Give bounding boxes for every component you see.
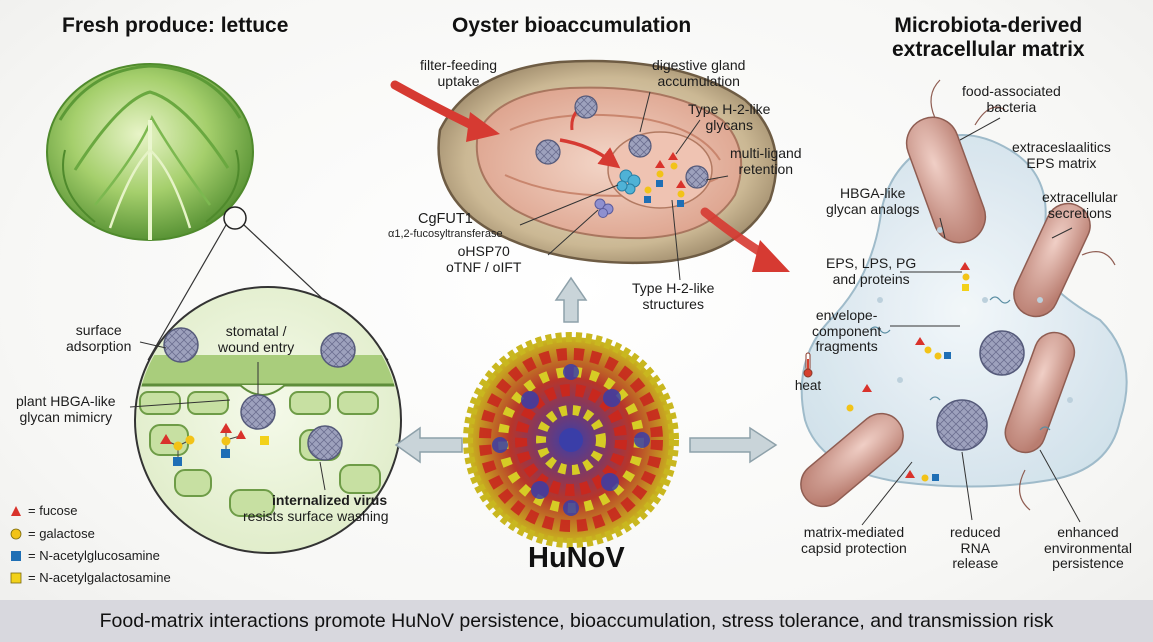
- label-food-bacteria: food-associated bacteria: [962, 83, 1061, 115]
- lettuce-head: [46, 63, 254, 241]
- label-enhanced-persistence: enhanced environmental persistence: [1044, 524, 1132, 572]
- virus-stomatal: [240, 394, 276, 430]
- label-fucosyltransferase: α1,2-fucosyltransferase: [388, 228, 503, 240]
- microbiota-title: Microbiota-derived extracellular matrix: [892, 14, 1085, 61]
- lettuce-title: Fresh produce: lettuce: [62, 14, 289, 37]
- grey-arrows: [394, 276, 778, 464]
- label-filter-feeding: filter-feeding uptake: [420, 57, 498, 89]
- label-surface-adsorption: surface adsorption: [66, 322, 132, 354]
- triangle-icon: [11, 505, 21, 516]
- matrix-virus-2: [936, 399, 988, 451]
- zoom-line-left: [147, 224, 227, 361]
- label-stomatal-entry: stomatal / wound entry: [218, 323, 295, 355]
- legend-item-galnac: = N-acetylgalactosamine: [10, 570, 171, 585]
- label-reduced-rna: reduced RNA release: [950, 524, 1001, 572]
- square-icon: [11, 550, 21, 561]
- label-multi-ligand: multi-ligand retention: [730, 145, 802, 177]
- matrix-virus-1: [979, 330, 1025, 376]
- filter-feeding-arrowhead: [466, 112, 500, 142]
- label-internalized-title: internalized virus: [272, 492, 388, 508]
- virus-surface-1: [163, 327, 199, 363]
- label-type-h2-structures: Type H-2-like structures: [632, 280, 715, 312]
- legend-item-glcnac: = N-acetylglucosamine: [10, 548, 160, 563]
- footer-caption-bar: Food-matrix interactions promote HuNoV p…: [0, 600, 1153, 642]
- label-cgfut1: CgFUT1: [418, 211, 473, 227]
- label-digestive-gland: digestive gland accumulation: [652, 57, 746, 89]
- label-internalized-sub: resists surface washing: [243, 508, 389, 524]
- oyster: [437, 59, 778, 265]
- label-type-h2-glycans: Type H-2-like glycans: [688, 101, 771, 133]
- label-eps-matrix: extraceslaalitics EPS matrix: [1012, 139, 1111, 171]
- zoom-focus-ring: [223, 206, 247, 230]
- square-icon: [10, 572, 22, 583]
- label-heat: heat: [794, 378, 822, 393]
- label-envelope: envelope- component fragments: [812, 307, 882, 355]
- outflow-arrowhead: [752, 240, 790, 272]
- label-eps-lps: EPS, LPS, PG and proteins: [826, 255, 917, 287]
- legend-item-galactose: = galactose: [10, 526, 95, 541]
- footer-caption: Food-matrix interactions promote HuNoV p…: [99, 609, 1054, 632]
- virus-surface-2: [320, 332, 356, 368]
- label-ohsp70: oHSP70 oTNF / oIFT: [446, 243, 522, 275]
- circle-icon: [10, 528, 22, 539]
- label-hbga-analogs: HBGA-like glycan analogs: [826, 185, 920, 217]
- hunov-label: HuNoV: [528, 542, 625, 574]
- virus-internalized: [307, 425, 343, 461]
- label-capsid-protection: matrix-mediated capsid protection: [801, 524, 907, 556]
- hunov-capsid: [463, 332, 679, 548]
- legend-item-fucose: = fucose: [10, 503, 78, 518]
- label-plant-hbga: plant HBGA-like glycan mimicry: [16, 393, 116, 425]
- thermometer-icon: [803, 352, 813, 378]
- heat-indicator: heat: [793, 352, 823, 393]
- oyster-title: Oyster bioaccumulation: [452, 14, 692, 37]
- microbiota-matrix: [800, 79, 1128, 511]
- label-extracellular-secretions: extracellular secretions: [1042, 189, 1118, 221]
